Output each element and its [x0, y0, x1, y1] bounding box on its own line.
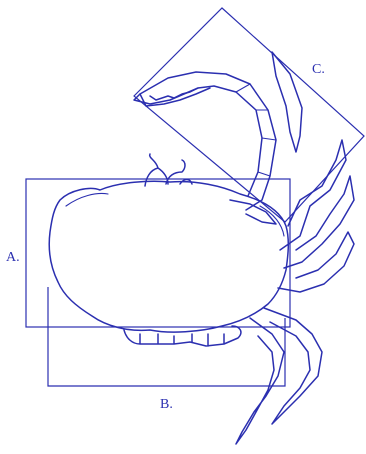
carapace-rim — [66, 194, 284, 237]
walking-leg-2 — [284, 176, 354, 268]
walking-leg-5 — [236, 318, 284, 444]
carapace — [49, 181, 288, 332]
label-c: C. — [312, 63, 325, 77]
measurement-box-b — [48, 287, 285, 386]
measurement-box-a — [26, 179, 290, 327]
walking-leg-4 — [264, 308, 322, 424]
underside-segments — [124, 326, 241, 346]
label-b: B. — [160, 398, 173, 412]
label-a: A. — [6, 251, 20, 265]
cheliped-arm — [134, 72, 276, 210]
